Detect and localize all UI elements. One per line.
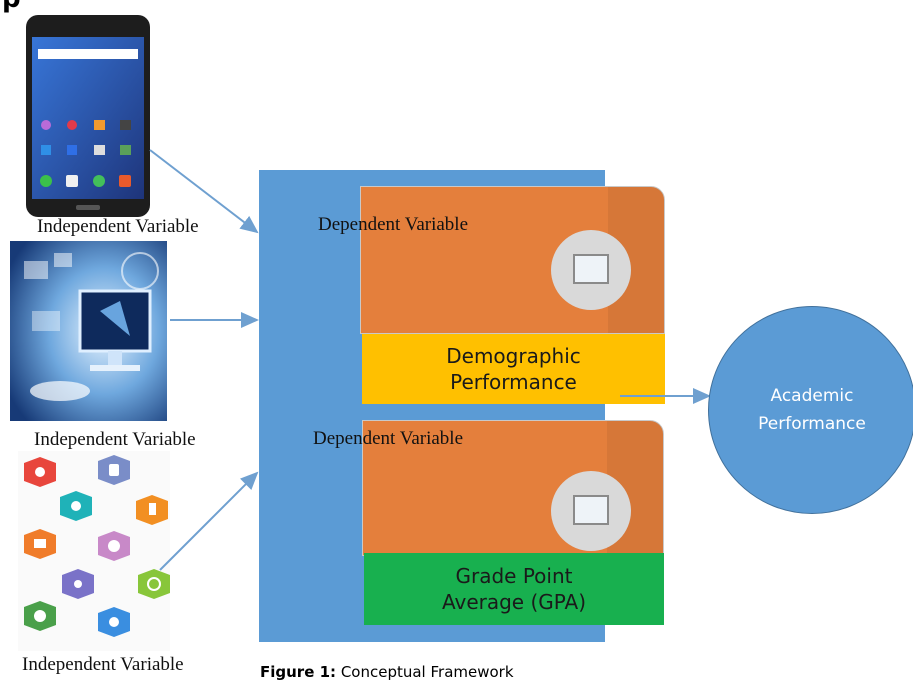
academic-performance-circle: Academic Performance — [708, 306, 913, 514]
dependent-variable-block-bottom — [362, 420, 664, 556]
gpa-label-line2: Average (GPA) — [441, 590, 587, 614]
partial-heading-char: p — [2, 0, 21, 12]
arrow-apps-to-framework — [159, 471, 259, 571]
figure-caption-prefix: Figure 1: — [260, 663, 337, 681]
arrow-phone-to-framework — [149, 149, 259, 234]
demographic-label-line1: Demographic — [446, 344, 581, 368]
gpa-label-line1: Grade Point — [455, 564, 573, 588]
outcome-line1: Academic — [770, 386, 854, 406]
independent-variable-label-3: Independent Variable — [22, 654, 184, 675]
dependent-variable-label-1: Dependent Variable — [318, 214, 469, 235]
smartphone-image — [26, 15, 150, 217]
dependent-variable-block-top — [360, 186, 665, 334]
computer-technology-image — [10, 241, 167, 421]
independent-variable-label-2: Independent Variable — [34, 429, 196, 450]
figure-caption: Figure 1: Conceptual Framework — [260, 663, 514, 681]
independent-variable-label-1: Independent Variable — [37, 216, 199, 237]
picture-placeholder-icon — [551, 230, 631, 310]
dependent-variable-label-2: Dependent Variable — [313, 428, 464, 449]
figure-caption-text: Conceptual Framework — [336, 663, 514, 681]
demographic-performance-box: Demographic Performance — [362, 334, 665, 404]
gpa-box: Grade Point Average (GPA) — [364, 553, 664, 625]
outcome-line2: Performance — [758, 414, 866, 434]
app-hexagon-icons-image — [18, 451, 170, 651]
picture-placeholder-icon — [551, 471, 631, 551]
demographic-label-line2: Performance — [450, 370, 577, 394]
